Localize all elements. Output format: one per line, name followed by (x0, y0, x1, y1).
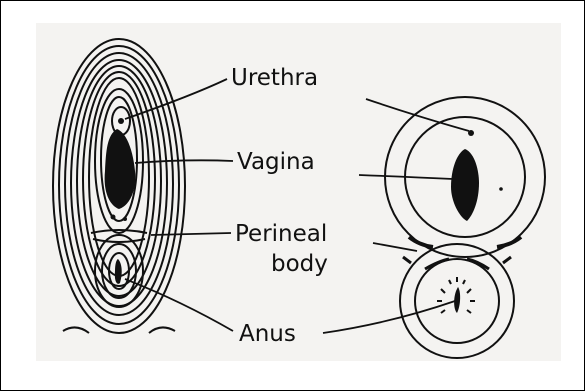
label-perineal-line1: Perineal (235, 221, 327, 247)
label-perineal-line2: body (271, 251, 328, 277)
leader-anus-right (323, 301, 455, 333)
label-urethra: Urethra (231, 65, 318, 91)
label-vagina: Vagina (237, 149, 315, 175)
left-anus-mark (115, 259, 122, 284)
leader-perineal-right (373, 243, 417, 251)
label-anus: Anus (239, 321, 296, 347)
left-urethra-mark (118, 118, 124, 124)
right-anus-mark (437, 277, 475, 313)
leader-urethra-right (366, 99, 469, 131)
right-vagina-blot (451, 130, 503, 221)
